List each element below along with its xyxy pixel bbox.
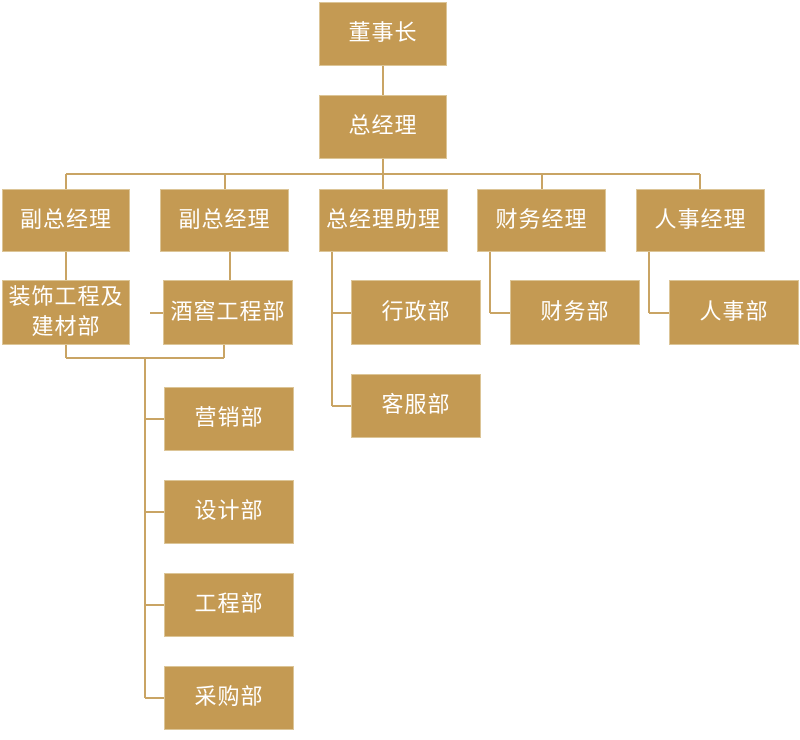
node-cellar-dept: 酒窖工程部 (163, 280, 293, 345)
node-finance-dept-label: 财务部 (540, 299, 610, 325)
node-admin-dept: 行政部 (351, 280, 481, 345)
node-purchasing-dept: 采购部 (164, 666, 294, 730)
node-hr-dept: 人事部 (669, 280, 799, 345)
node-cellar-dept-label: 酒窖工程部 (170, 299, 286, 325)
node-finance-dept: 财务部 (510, 280, 640, 345)
node-customer-service-dept: 客服部 (351, 374, 481, 438)
node-chairman: 董事长 (319, 2, 447, 66)
node-design-dept-label: 设计部 (194, 499, 264, 524)
node-hr-dept-label: 人事部 (699, 299, 769, 325)
node-deputy-gm-1: 副总经理 (2, 189, 130, 252)
node-engineering-dept: 工程部 (164, 573, 294, 637)
node-finance-manager-label: 财务经理 (495, 207, 588, 233)
node-marketing-dept: 营销部 (164, 387, 294, 451)
node-decoration-dept-label: 装饰工程及建材部 (8, 284, 124, 340)
node-general-manager: 总经理 (319, 95, 447, 159)
node-decoration-dept: 装饰工程及建材部 (2, 280, 130, 345)
node-deputy-gm-2: 副总经理 (160, 189, 289, 252)
node-customer-service-dept-label: 客服部 (381, 393, 451, 418)
node-gm-assistant-label: 总经理助理 (325, 207, 441, 233)
node-chairman-label: 董事长 (348, 21, 418, 46)
node-deputy-gm-1-label: 副总经理 (19, 207, 112, 233)
node-purchasing-dept-label: 采购部 (194, 685, 264, 710)
node-hr-manager: 人事经理 (636, 189, 765, 252)
node-marketing-dept-label: 营销部 (194, 406, 264, 431)
node-finance-manager: 财务经理 (477, 189, 606, 252)
node-gm-assistant: 总经理助理 (319, 189, 448, 252)
node-general-manager-label: 总经理 (348, 114, 418, 139)
node-admin-dept-label: 行政部 (381, 299, 451, 325)
node-deputy-gm-2-label: 副总经理 (178, 207, 271, 233)
node-engineering-dept-label: 工程部 (194, 592, 264, 617)
node-hr-manager-label: 人事经理 (654, 207, 747, 233)
node-design-dept: 设计部 (164, 480, 294, 544)
